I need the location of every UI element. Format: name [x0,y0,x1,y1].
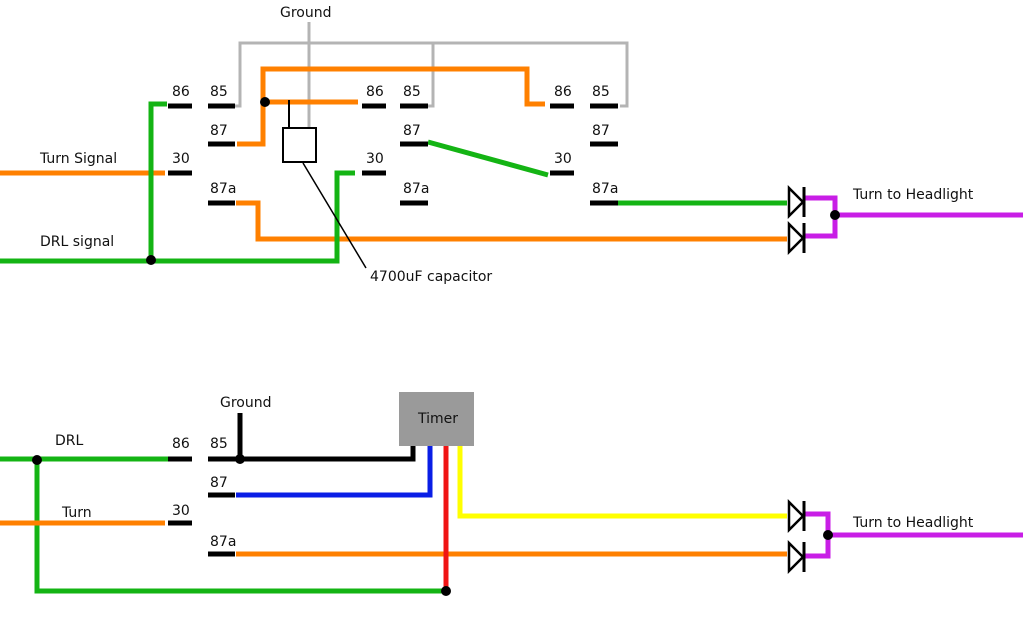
output-junction-dot [830,210,840,220]
top-output-label: Turn to Headlight [852,187,974,203]
relay3-pin86-label: 86 [554,84,572,100]
top-circuit: 86 85 87 30 87a 86 85 87 30 87a 86 [0,5,1023,285]
relay2-pin87a-label: 87a [403,181,429,197]
capacitor-pointer-line [302,162,367,269]
bottom-relay: 86 85 87 30 87a [168,436,236,557]
ground-to-timer-black-wire [235,446,416,462]
bottom-relay-pin87-label: 87 [210,475,228,491]
relay3: 86 85 87 30 87a [550,84,618,206]
relay1-pin87a-label: 87a [210,181,236,197]
timer-yellow-wire [457,446,787,519]
relay1: 86 85 87 30 87a [168,84,236,206]
relay2-pin86-label: 86 [366,84,384,100]
relay1-pin87-label: 87 [210,123,228,139]
turn-signal-label: Turn Signal [39,151,117,167]
timer-label: Timer [417,411,458,427]
relay2-pin87-label: 87 [403,123,421,139]
bottom-diode-upper [787,498,806,534]
timer-box [399,392,474,446]
orange-junction-dot [260,97,270,107]
relay-87-blue-wire [236,446,433,498]
bottom-relay-pin30-label: 30 [172,503,190,519]
relay1-pin86-label: 86 [172,84,190,100]
bottom-relay-pin87a-label: 87a [210,534,236,550]
relay1-pin85-label: 85 [210,84,228,100]
capacitor-label: 4700uF capacitor [370,269,492,285]
relay2-pin85-label: 85 [403,84,421,100]
drl-label: DRL [55,433,84,449]
bottom-ground-junction-dot [235,454,245,464]
relay2: 86 85 87 30 87a [362,84,429,206]
drl-loop-green-wire [34,459,446,594]
relay1-87-orange-wire [237,66,545,147]
bottom-relay-pin86-label: 86 [172,436,190,452]
turn-label: Turn [61,505,92,521]
bottom-output-junction-dot [823,530,833,540]
top-diode-lower [787,220,806,256]
bottom-output-label: Turn to Headlight [852,515,974,531]
relay-87-to-30-green-wire [427,139,549,178]
relay2-pin30-label: 30 [366,151,384,167]
relay3-pin87a-label: 87a [592,181,618,197]
relay3-pin85-label: 85 [592,84,610,100]
bottom-ground-label: Ground [220,395,272,411]
relay3-pin30-label: 30 [554,151,572,167]
drl-signal-label: DRL signal [40,234,114,250]
capacitor-symbol [282,100,317,163]
bottom-drl-junction-dot [32,455,42,465]
top-diode-upper [787,184,806,220]
bottom-circuit: Timer 86 85 87 30 87a Ground [0,392,1023,596]
gray-coil-bus-wire [235,41,629,108]
drl-junction-dot [146,255,156,265]
relay1-pin30-label: 30 [172,151,190,167]
relay1-86-green-wire [148,101,167,261]
relay3-pin87-label: 87 [592,123,610,139]
red-green-junction-dot [441,586,451,596]
top-ground-label: Ground [280,5,332,21]
relay1-87a-orange-wire [236,200,787,242]
bottom-diode-lower [787,539,806,575]
drl-signal-wire [0,170,355,264]
bottom-relay-pin85-label: 85 [210,436,228,452]
